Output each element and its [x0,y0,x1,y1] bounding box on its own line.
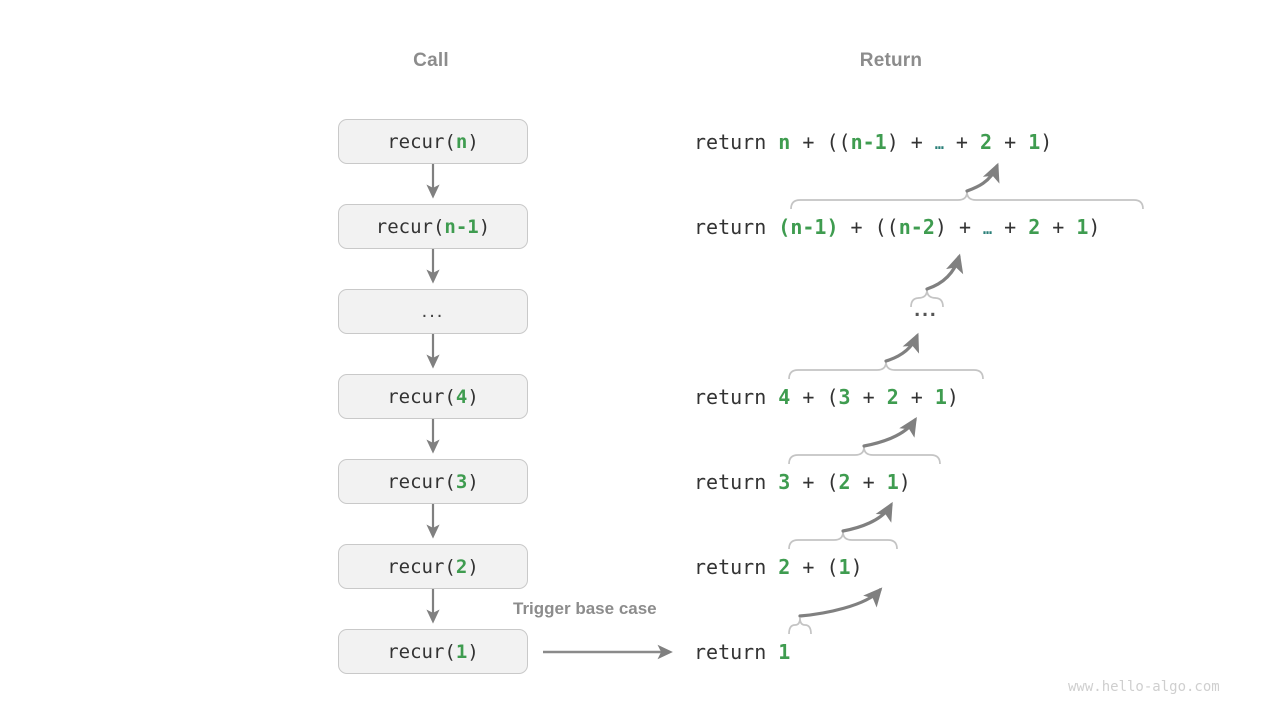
return-token: 4 [778,385,791,409]
call-stack-box: recur(n-1) [338,204,528,249]
return-keyword: return [694,385,779,409]
return-token: + [943,130,981,154]
return-token: + [850,385,887,409]
return-token: 1 [1028,130,1041,154]
return-token: + [850,470,887,494]
return-token: ) [1040,130,1053,154]
call-stack-box: recur(4) [338,374,528,419]
return-keyword: return [694,555,779,579]
return-token: ) [850,555,863,579]
call-box-prefix: recur( [387,470,456,493]
return-token: 1 [778,640,791,664]
call-stack-box: recur(3) [338,459,528,504]
call-box-suffix: ) [467,130,479,153]
return-token: + [898,385,935,409]
return-token: + [992,215,1029,239]
return-token: ) [898,470,911,494]
call-stack-box: recur(n) [338,119,528,164]
return-token: 1 [1076,215,1089,239]
return-token: + ( [790,555,839,579]
return-token: + [992,130,1029,154]
return-token: + ( [790,385,839,409]
return-keyword: return [694,215,779,239]
return-token: 1 [934,385,947,409]
return-token: ) [1088,215,1101,239]
return-token: + (( [790,130,851,154]
return-statement-row: return n + ((n-1) + … + 2 + 1) [694,132,1052,152]
call-box-suffix: ) [478,215,491,238]
call-box-prefix: recur( [387,130,456,153]
call-box-suffix: ) [467,640,479,663]
return-token: 1 [838,555,851,579]
call-stack-box: ... [338,289,528,334]
call-box-prefix: recur( [387,640,456,663]
call-stack-box: recur(1) [338,629,528,674]
return-ellipsis-row: ... [914,298,938,321]
return-token: 3 [778,470,791,494]
call-box-argument: n [455,130,468,153]
call-box-suffix: ) [467,555,479,578]
call-box-label: ... [421,300,445,322]
return-keyword: return [694,130,779,154]
return-token: 1 [886,470,899,494]
return-token: n-2 [898,215,935,239]
call-box-prefix: recur( [375,215,445,238]
return-keyword: return [694,470,779,494]
return-token: 2 [838,470,851,494]
call-box-argument: 1 [455,640,468,663]
return-token: … [934,135,944,153]
return-statement-row: return 1 [694,642,790,662]
return-statement-row: return 2 + (1) [694,557,863,577]
return-token: 2 [980,130,993,154]
return-keyword: return [694,640,779,664]
trigger-base-case-label: Trigger base case [513,599,657,618]
return-statement-row: return 3 + (2 + 1) [694,472,911,492]
return-statement-row: return 4 + (3 + 2 + 1) [694,387,959,407]
column-header-return: Return [859,50,923,71]
return-token: + [1040,215,1077,239]
call-box-argument: 4 [455,385,468,408]
return-token: 2 [1028,215,1041,239]
call-box-argument: 3 [455,470,468,493]
call-box-argument: 2 [455,555,468,578]
return-token: ( [778,215,791,239]
return-token: ) + [934,215,984,239]
return-statement-row: return (n-1) + ((n-2) + … + 2 + 1) [694,217,1100,237]
call-box-argument: n-1 [444,215,479,238]
return-token: ) + [886,130,935,154]
call-box-suffix: ) [467,385,479,408]
column-header-call: Call [413,50,449,71]
return-token: n-1 [790,215,827,239]
return-token: ) [826,215,839,239]
return-token: + ( [790,470,839,494]
return-token: n [778,130,791,154]
return-token: 3 [838,385,851,409]
call-box-prefix: recur( [387,385,456,408]
return-token: + (( [838,215,899,239]
return-token: 2 [886,385,899,409]
return-token: n-1 [850,130,887,154]
call-box-prefix: recur( [387,555,456,578]
watermark: www.hello-algo.com [1068,679,1220,695]
return-token: … [983,220,993,238]
call-box-suffix: ) [467,470,479,493]
call-stack-box: recur(2) [338,544,528,589]
return-token: ) [946,385,959,409]
return-token: 2 [778,555,791,579]
